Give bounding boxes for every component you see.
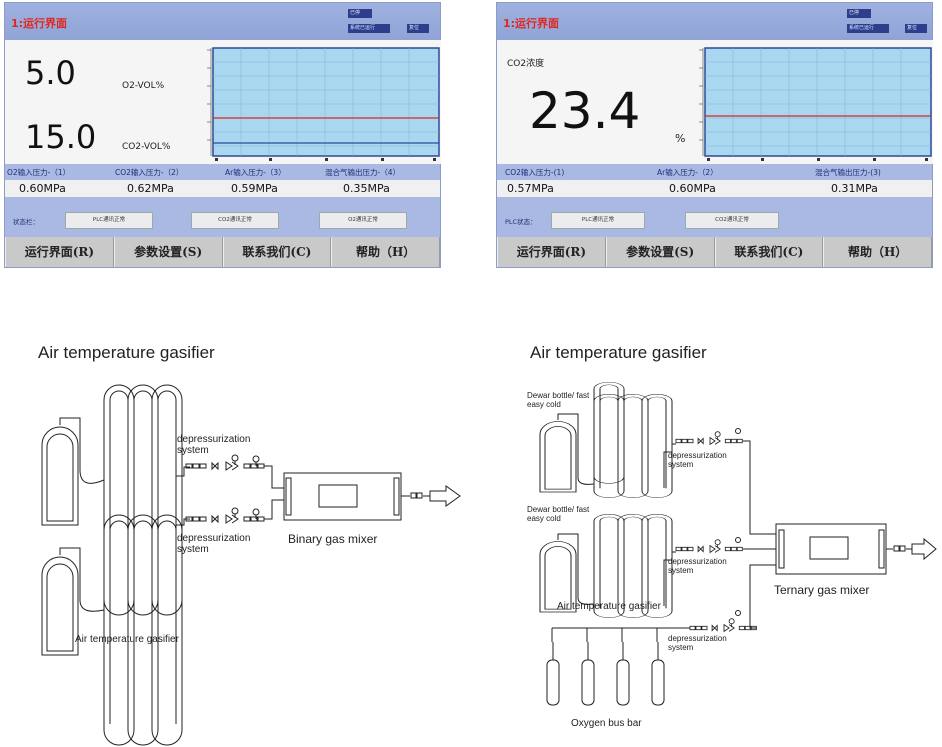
depressurization-label: depressurization system: [668, 634, 727, 652]
nav-bar: 运行界面(R) 参数设置(S) 联系我们(C) 帮助（H）: [5, 237, 440, 267]
status-bar: 状态栏： PLC通讯正常 CO2通讯正常 O2通讯正常: [5, 206, 440, 234]
o2-status-button[interactable]: O2通讯正常: [319, 212, 407, 229]
oxygen-bus-label: Oxygen bus bar: [571, 718, 642, 729]
pressure-header: O2输入压力-（1）: [7, 168, 71, 177]
oxygen-cylinder-icon: [546, 628, 665, 706]
gasifier-icon: [593, 381, 625, 484]
dewar-icon: [41, 556, 79, 656]
depressurization-label: depressurization system: [668, 451, 727, 469]
nav-run-tab[interactable]: 运行界面(R): [497, 237, 606, 267]
co2-status-button[interactable]: CO2通讯正常: [685, 212, 779, 229]
depressurization-label: depressurization system: [177, 434, 251, 456]
pressure-header: 混合气输出压力-（4）: [325, 168, 400, 177]
dewar-label: Dewar bottle/ fast easy cold: [527, 505, 590, 523]
o2-value: 5.0: [25, 54, 76, 92]
trend-chart-plot: [207, 47, 440, 161]
reset-button[interactable]: 复位: [407, 24, 429, 33]
nav-contact-tab[interactable]: 联系我们(C): [714, 237, 824, 267]
run-state-indicator: 已停: [847, 9, 871, 18]
pressure-value: 0.60MPa: [19, 182, 66, 195]
outlet-arrow-icon: [429, 485, 461, 507]
hmi-screen-binary: 1:运行界面 已停 系统已运行 复位 5.0 O2-VOL% 15.0 CO2-…: [4, 2, 441, 268]
pressure-header: Ar输入压力-（2）: [657, 168, 718, 177]
depressurization-label: depressurization system: [177, 533, 251, 555]
pressure-header: CO2输入压力-（2）: [115, 168, 184, 177]
co2-value: 15.0: [25, 118, 97, 156]
nav-run-tab[interactable]: 运行界面(R): [5, 237, 114, 267]
nav-bar: 运行界面(R) 参数设置(S) 联系我们(C) 帮助（H）: [497, 237, 932, 267]
pressure-header: 混合气输出压力-(3): [815, 168, 881, 177]
gasifier-mid-label: Air temperature gasifier: [557, 601, 661, 612]
hmi-screen-co2: 1:运行界面 已停 系统已运行 复位 CO2浓度 23.4 %: [496, 2, 933, 268]
screen-title: 1:运行界面: [11, 17, 68, 30]
nav-params-tab[interactable]: 参数设置(S): [113, 237, 223, 267]
co2-value: 23.4: [529, 82, 641, 140]
pressure-value-row: 0.57MPa 0.60MPa 0.31MPa: [497, 180, 932, 197]
dewar-label: Dewar bottle/ fast easy cold: [527, 391, 590, 409]
dewar-icon: [41, 426, 79, 526]
pressure-header: Ar输入压力-（3）: [225, 168, 286, 177]
pressure-value: 0.62MPa: [127, 182, 174, 195]
pressure-value: 0.60MPa: [669, 182, 716, 195]
ternary-mixer-label: Ternary gas mixer: [774, 583, 870, 597]
status-bar: PLC状态： PLC通讯正常 CO2通讯正常: [497, 206, 932, 234]
outlet-arrow-icon: [911, 537, 937, 561]
system-running-button[interactable]: 系统已运行: [348, 24, 390, 33]
gasifier-bottom-label: Air temperature gasifier: [75, 634, 179, 645]
nav-help-tab[interactable]: 帮助（H）: [823, 237, 932, 267]
plc-status-button[interactable]: PLC通讯正常: [65, 212, 153, 229]
trend-chart-plot: [699, 47, 932, 161]
diagram-right-title: Air temperature gasifier: [530, 343, 707, 362]
run-state-indicator: 已停: [348, 9, 372, 18]
binary-mixer-icon: [283, 472, 402, 521]
screen-title: 1:运行界面: [503, 17, 560, 30]
reset-button[interactable]: 复位: [905, 24, 927, 33]
co2-unit: CO2-VOL%: [122, 142, 171, 152]
co2-status-button[interactable]: CO2通讯正常: [191, 212, 279, 229]
readout-panel: CO2浓度 23.4 %: [497, 40, 697, 164]
nav-help-tab[interactable]: 帮助（H）: [331, 237, 440, 267]
status-label: PLC状态：: [505, 218, 537, 226]
pressure-value: 0.35MPa: [343, 182, 390, 195]
pressure-value: 0.57MPa: [507, 182, 554, 195]
gasifier-icon: [103, 384, 183, 616]
ternary-system-diagram: [539, 381, 937, 706]
readout-panel: 5.0 O2-VOL% 15.0 CO2-VOL%: [5, 40, 205, 164]
co2-label: CO2浓度: [507, 59, 545, 69]
plc-status-button[interactable]: PLC通讯正常: [551, 212, 645, 229]
dewar-icon: [539, 420, 577, 493]
depressurization-label: depressurization system: [668, 557, 727, 575]
binary-system-diagram: [41, 384, 461, 746]
system-running-button[interactable]: 系统已运行: [847, 24, 889, 33]
gasifier-icon: [103, 514, 183, 746]
pressure-value: 0.59MPa: [231, 182, 278, 195]
ternary-mixer-icon: [775, 523, 887, 575]
nav-contact-tab[interactable]: 联系我们(C): [222, 237, 332, 267]
status-label: 状态栏：: [13, 218, 39, 226]
pressure-header-row: O2输入压力-（1） CO2输入压力-（2） Ar输入压力-（3） 混合气输出压…: [5, 164, 440, 178]
nav-params-tab[interactable]: 参数设置(S): [605, 237, 715, 267]
diagram-left-title: Air temperature gasifier: [38, 343, 215, 362]
trend-chart: [205, 40, 441, 164]
binary-mixer-label: Binary gas mixer: [288, 532, 378, 546]
pressure-value: 0.31MPa: [831, 182, 878, 195]
pressure-header-row: CO2输入压力-(1) Ar输入压力-（2） 混合气输出压力-(3): [497, 164, 932, 178]
pressure-header: CO2输入压力-(1): [505, 168, 565, 177]
co2-unit: %: [675, 132, 686, 145]
title-bar: 1:运行界面 已停 系统已运行 复位: [497, 3, 932, 40]
trend-chart: [697, 40, 933, 164]
pressure-value-row: 0.60MPa 0.62MPa 0.59MPa 0.35MPa: [5, 180, 440, 197]
title-bar: 1:运行界面 已停 系统已运行 复位: [5, 3, 440, 40]
o2-unit: O2-VOL%: [122, 81, 165, 91]
